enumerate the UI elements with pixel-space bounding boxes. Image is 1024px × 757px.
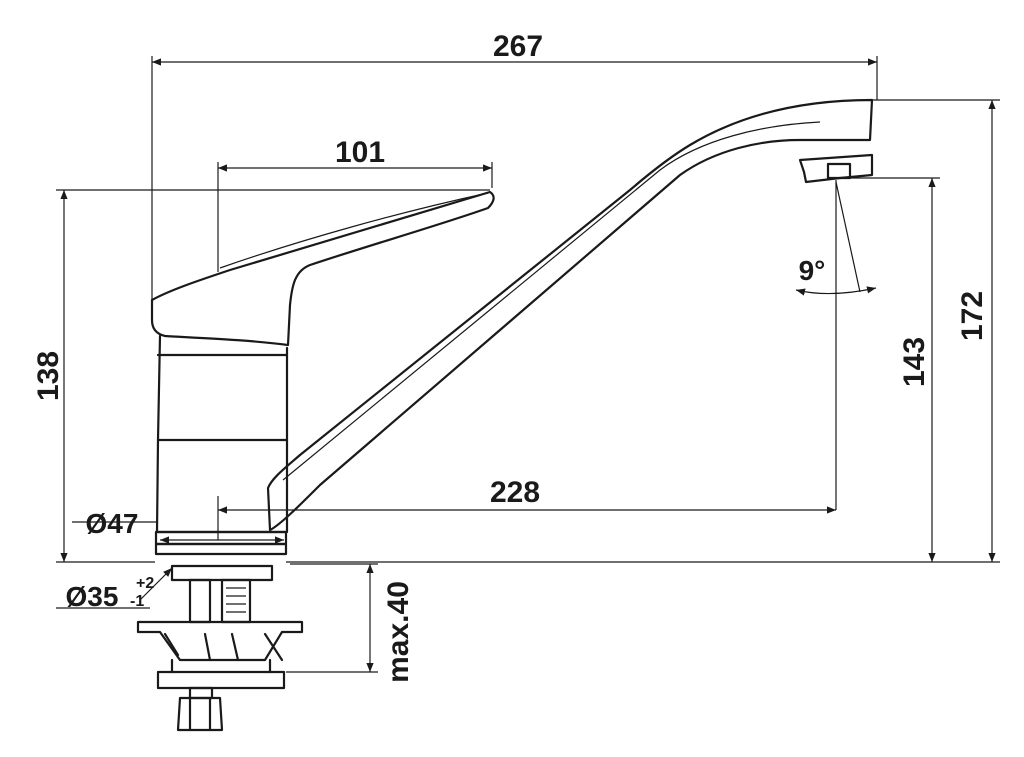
dim-35-leader: [139, 567, 173, 601]
spout: [266, 98, 874, 532]
base-gasket: [154, 542, 288, 556]
extension-lines: [56, 56, 1000, 673]
mounting-stud-right: [220, 578, 252, 624]
hose-connector-neck: [188, 686, 214, 700]
dimension-lines: [60, 58, 996, 672]
lever-handle: [150, 190, 495, 347]
mounting-bracket: [136, 620, 304, 662]
angle-ray: [835, 181, 861, 293]
dim-101-label: 101: [335, 136, 385, 169]
faucet-body: [155, 334, 289, 534]
hose-connector-nut: [176, 696, 224, 732]
base-ring: [154, 530, 288, 546]
dim-228-label: 228: [490, 476, 540, 509]
dim-35-label: Ø35: [66, 581, 119, 612]
dim-267-label: 267: [493, 30, 543, 63]
dim-172-label: 172: [956, 291, 989, 341]
dim-143-label: 143: [898, 337, 931, 387]
dim-max40-label: max.40: [382, 581, 415, 683]
angle-arc: [795, 286, 877, 296]
base-washer: [170, 564, 274, 582]
mounting-nut-plate: [156, 670, 286, 690]
dim-47-label: Ø47: [86, 508, 139, 539]
dim-138-label: 138: [32, 351, 65, 401]
mounting-stud-left: [188, 578, 212, 624]
dim-angle-label: 9°: [799, 255, 826, 286]
faucet-body-outline: [136, 98, 874, 732]
lever-highlight: [219, 192, 489, 269]
dim-35-tol-lower: -1: [130, 593, 144, 610]
dimension-labels: 267 101 138 228 143 172 9° Ø47 Ø35 +2 -1…: [32, 30, 989, 683]
aerator-outlet: [826, 162, 852, 180]
spout-inner-line: [282, 121, 821, 481]
dim-35-tol-upper: +2: [136, 575, 154, 592]
body-band: [156, 353, 289, 442]
